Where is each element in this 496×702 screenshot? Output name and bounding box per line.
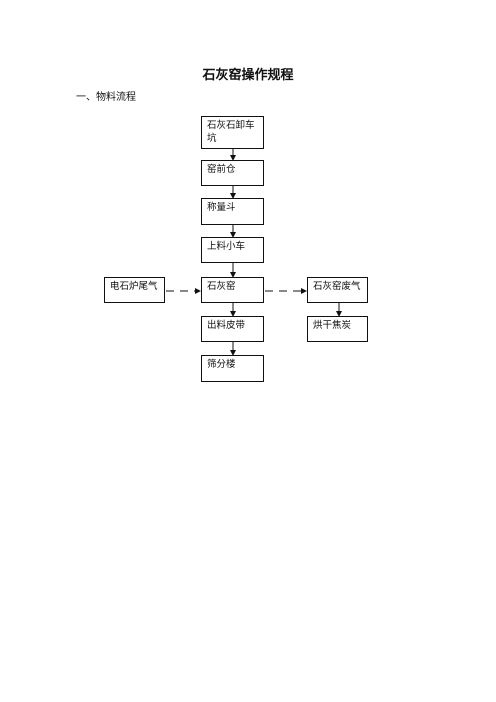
node-lime-kiln: 石灰窑 xyxy=(201,277,264,303)
document-title: 石灰窑操作规程 xyxy=(202,68,294,83)
node-discharge-belt: 出料皮带 xyxy=(201,316,264,342)
node-screening-building: 筛分楼 xyxy=(201,355,264,382)
node-carbide-furnace-tail-gas: 电石炉尾气 xyxy=(104,277,165,303)
node-feed-cart: 上料小车 xyxy=(201,237,264,263)
node-weigh-hopper: 称量斗 xyxy=(201,198,264,225)
node-coke-drying: 烘干焦炭 xyxy=(307,316,368,342)
node-unload-pit: 石灰石卸车坑 xyxy=(201,116,264,149)
section-heading: 一、物料流程 xyxy=(76,92,136,103)
node-kiln-waste-gas: 石灰窑废气 xyxy=(307,277,368,303)
node-kiln-front-bin: 窑前仓 xyxy=(201,160,264,186)
